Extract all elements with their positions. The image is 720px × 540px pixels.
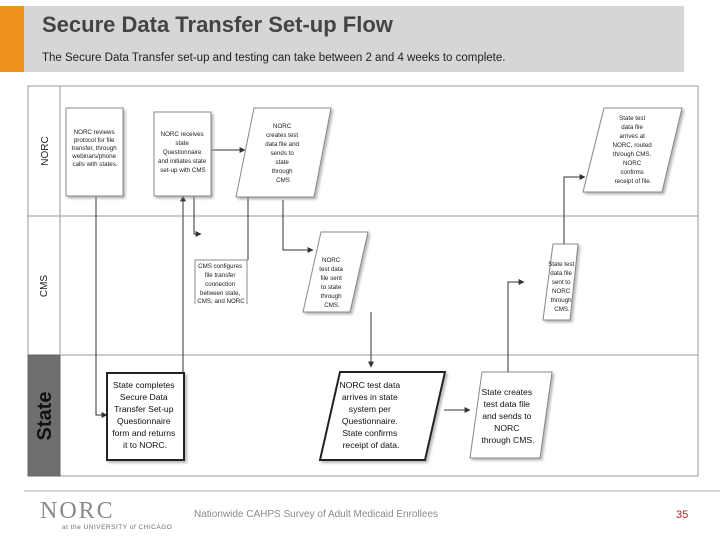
step-norc-data-arrives: [318, 371, 447, 461]
lane-label-norc: NORC: [40, 136, 51, 165]
step-cms-configures: [194, 259, 248, 304]
step-state-creates: [469, 371, 553, 459]
footer-divider: [24, 490, 720, 492]
step-norc-file-sent: [302, 231, 369, 313]
step-norc-receives: [153, 111, 212, 197]
step-norc-receives-text: NORC receives state Questionnaire and in…: [158, 131, 208, 174]
norc-logo-subtitle: at the UNIVERSITY of CHICAGO: [62, 524, 173, 531]
step-norc-creates-text: NORC creates test data file and sends to…: [265, 123, 300, 184]
lane-header-state: [27, 354, 61, 477]
step-norc-reviews-text: NORC reviews protocol for file transfer,…: [71, 129, 118, 168]
step-cms-configures-text: CMS configures file transfer connection …: [197, 263, 245, 305]
connector-creates-to-cms: [282, 200, 314, 253]
lane-label-state: State: [34, 392, 56, 441]
step-state-creates-text: State creates test data file and sends t…: [481, 387, 534, 445]
lane-header-cms: [27, 215, 61, 356]
step-state-file-sent-text: State test data file sent to NORC throug…: [548, 261, 576, 313]
step-state-file-arrives-text: State test data file arrives at NORC, ro…: [613, 115, 654, 185]
step-state-file-sent: [542, 243, 579, 321]
step-state-file-arrives: [582, 107, 683, 193]
accent-bar: [0, 6, 24, 72]
page-number: 35: [676, 509, 689, 521]
connector-receives-to-cms: [193, 196, 202, 237]
norc-logo: NORC: [40, 498, 115, 524]
lane-label-cms: CMS: [39, 275, 50, 298]
page-subtitle: The Secure Data Transfer set-up and test…: [42, 52, 506, 64]
connector-cms-to-norc: [563, 174, 586, 245]
step-cms-configures-bg: [195, 260, 247, 304]
page-title: Secure Data Transfer Set-up Flow: [42, 12, 393, 37]
step-norc-data-arrives-text: NORC test data arrives in state system p…: [339, 380, 402, 450]
connector-reviews-to-completes: [95, 196, 108, 418]
step-state-completes-text: State completes Secure Data Transfer Set…: [112, 380, 177, 450]
title-bar: [24, 6, 684, 72]
step-norc-file-sent-text: NORC test data file sent to state throug…: [319, 257, 344, 309]
step-norc-reviews: [65, 107, 124, 197]
step-norc-creates: [235, 107, 332, 198]
lane-header-norc: [27, 85, 61, 217]
connector-state-to-cms: [507, 279, 525, 372]
footer-survey-name: Nationwide CAHPS Survey of Adult Medicai…: [194, 509, 439, 520]
step-state-completes: [106, 372, 185, 461]
